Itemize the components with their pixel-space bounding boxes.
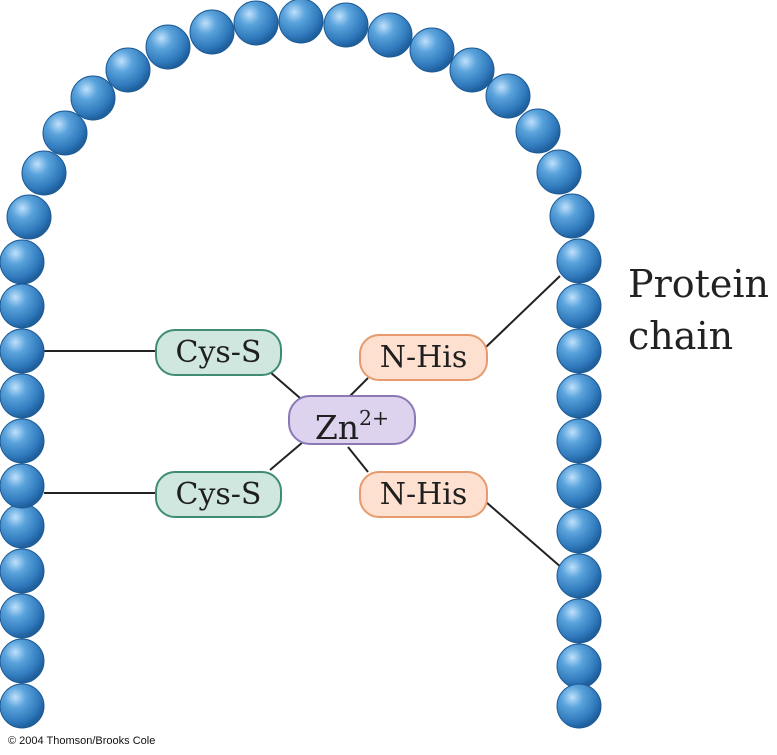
amino-acid-bead xyxy=(0,593,45,639)
amino-acid-bead xyxy=(556,283,602,329)
zinc-symbol: Zn xyxy=(314,408,360,447)
bond-lines xyxy=(44,275,563,569)
amino-acid-bead xyxy=(485,73,531,119)
amino-acid-bead xyxy=(515,108,561,154)
amino-acid-bead xyxy=(145,24,191,70)
amino-acid-bead xyxy=(0,638,45,684)
amino-acid-bead xyxy=(0,463,45,509)
amino-acid-bead xyxy=(21,150,67,196)
amino-acid-bead xyxy=(556,418,602,464)
amino-acid-bead xyxy=(556,508,602,554)
cys-s-ligand-lower: Cys-S xyxy=(155,471,282,518)
amino-acid-bead xyxy=(6,194,52,240)
amino-acid-bead xyxy=(0,239,45,285)
n-his-lower-label: N-His xyxy=(379,477,468,512)
amino-acid-bead xyxy=(367,12,413,58)
copyright-notice: © 2004 Thomson/Brooks Cole xyxy=(8,735,156,747)
zinc-charge: 2+ xyxy=(359,405,390,430)
amino-acid-bead xyxy=(556,373,602,419)
cys-s-upper-label: Cys-S xyxy=(175,335,262,370)
amino-acid-bead xyxy=(278,0,324,44)
amino-acid-bead xyxy=(0,373,45,419)
amino-acid-bead xyxy=(42,110,88,156)
cys-s-ligand-upper: Cys-S xyxy=(155,329,282,376)
amino-acid-bead xyxy=(233,0,279,46)
amino-acid-bead xyxy=(409,27,455,73)
amino-acid-bead xyxy=(556,598,602,644)
bond-cys-upper-to-zn xyxy=(269,371,301,399)
bond-his-upper-to-zn xyxy=(349,377,369,397)
protein-chain-beads xyxy=(0,0,602,729)
amino-acid-bead xyxy=(556,643,602,689)
protein-label-line1: Protein xyxy=(628,262,769,306)
amino-acid-bead xyxy=(0,503,45,549)
bond-cys-lower-to-zn xyxy=(269,441,304,471)
amino-acid-bead xyxy=(0,283,45,329)
amino-acid-bead xyxy=(549,193,595,239)
protein-chain-label: Protein chain xyxy=(628,258,769,362)
amino-acid-bead xyxy=(105,47,151,93)
amino-acid-bead xyxy=(0,548,45,594)
amino-acid-bead xyxy=(189,9,235,55)
amino-acid-bead xyxy=(556,238,602,284)
amino-acid-bead xyxy=(0,328,45,374)
amino-acid-bead xyxy=(556,553,602,599)
n-his-ligand-lower: N-His xyxy=(359,471,488,518)
bond-his-lower-to-chain xyxy=(485,501,563,569)
n-his-upper-label: N-His xyxy=(379,340,468,375)
n-his-ligand-upper: N-His xyxy=(359,334,488,381)
cys-s-lower-label: Cys-S xyxy=(175,477,262,512)
amino-acid-bead xyxy=(556,463,602,509)
amino-acid-bead xyxy=(70,75,116,121)
amino-acid-bead xyxy=(556,683,602,729)
amino-acid-bead xyxy=(556,328,602,374)
amino-acid-bead xyxy=(449,47,495,93)
amino-acid-bead xyxy=(536,149,582,195)
protein-label-line2: chain xyxy=(628,314,734,358)
amino-acid-bead xyxy=(0,418,45,464)
zinc-ion: Zn2+ xyxy=(288,395,416,447)
bond-his-upper-to-chain xyxy=(485,275,561,348)
amino-acid-bead xyxy=(0,683,45,729)
bond-his-lower-to-zn xyxy=(347,446,369,473)
amino-acid-bead xyxy=(323,2,369,48)
